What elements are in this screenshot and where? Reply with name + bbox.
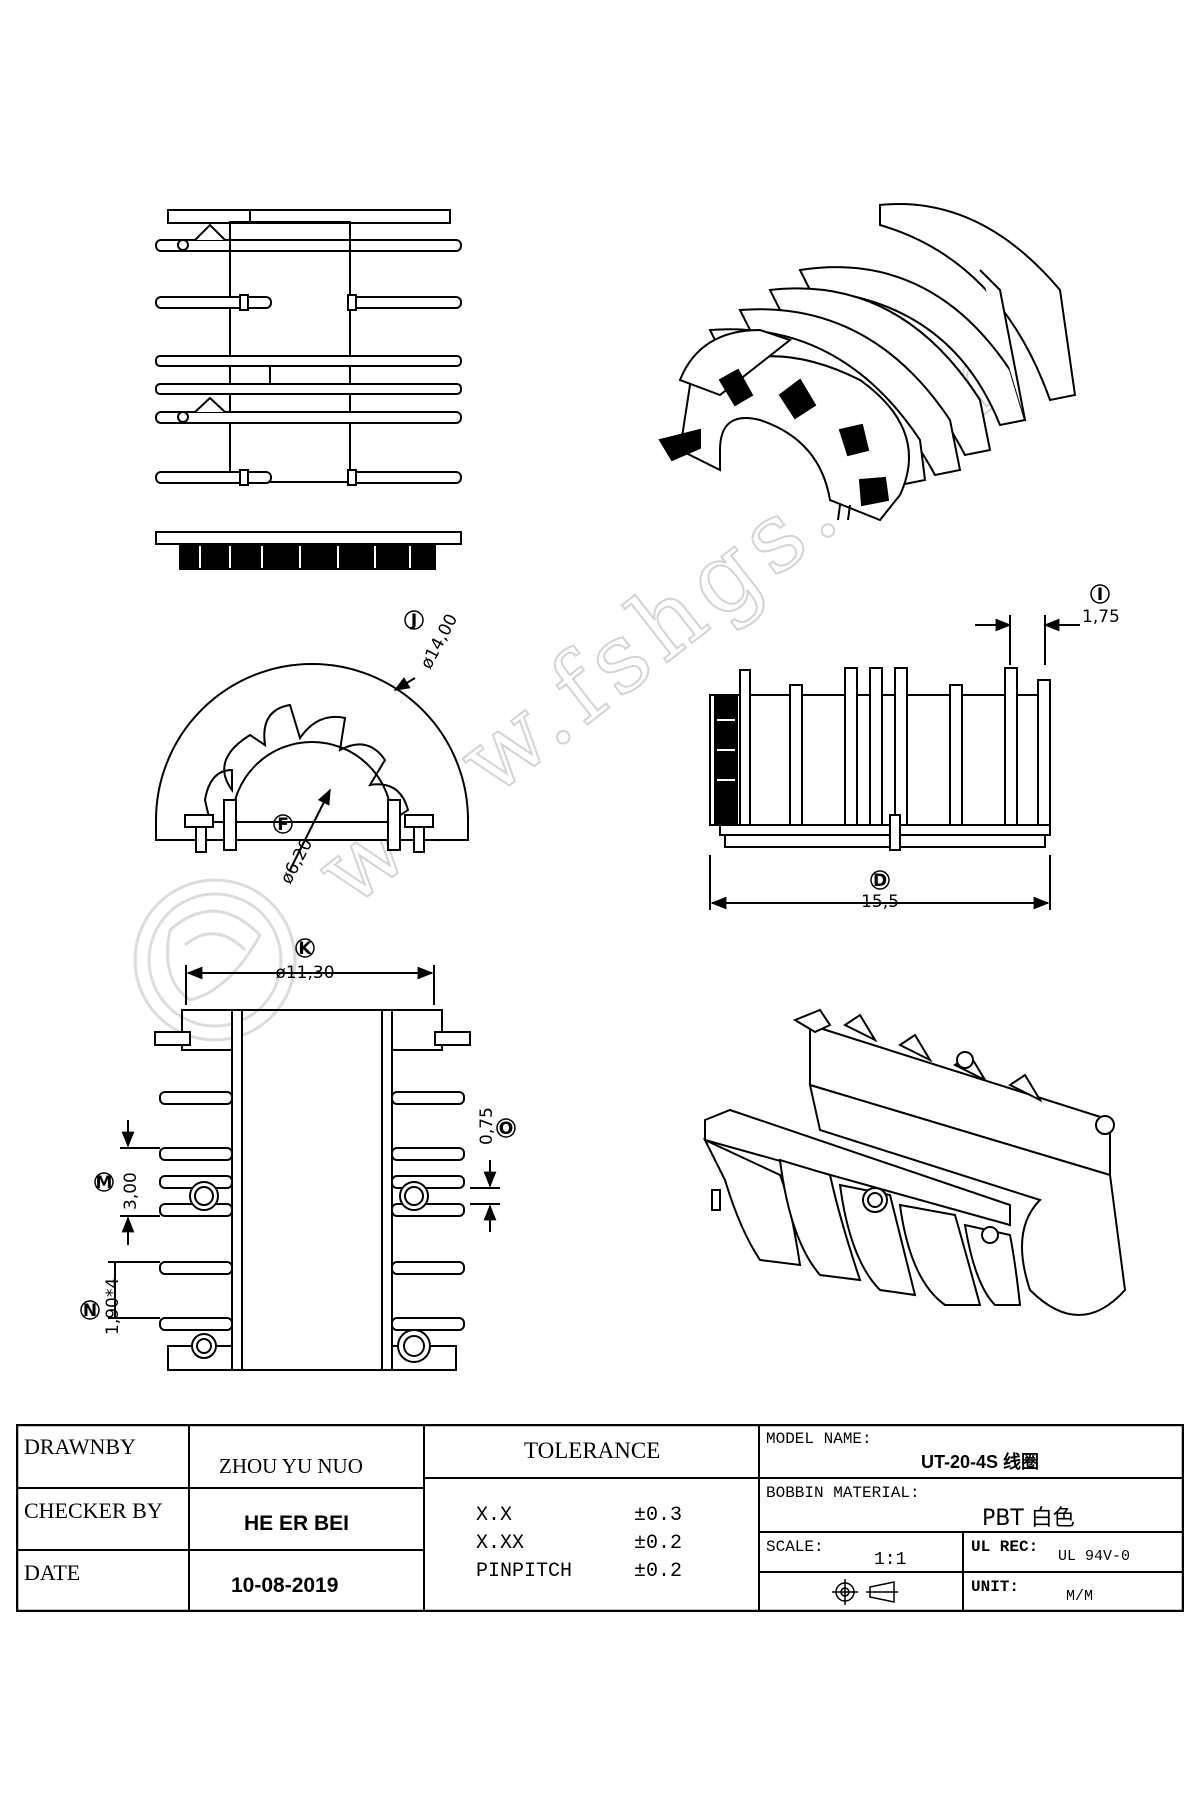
- callout-letter-I: I: [1097, 585, 1103, 605]
- dimension-N: N 1,90*4: [80, 1278, 123, 1335]
- watermark-seal: [133, 878, 297, 1042]
- date-label: DATE: [24, 1560, 81, 1585]
- ul-value: UL 94V-0: [1058, 1548, 1131, 1565]
- callout-letter-F: F: [277, 815, 289, 835]
- tolerance-value-1: ±0.2: [634, 1532, 683, 1555]
- dimension-value-D: 15,5: [861, 892, 899, 912]
- dimension-D: D 15,5: [861, 870, 899, 912]
- callout-letter-D: D: [873, 871, 887, 891]
- checker-value: HE ER BEI: [244, 1512, 350, 1535]
- drawn-by-label: DRAWNBY: [24, 1434, 136, 1459]
- callout-letter-O: O: [499, 1119, 513, 1139]
- dimension-M: M 3,00: [94, 1172, 141, 1210]
- scale-label: SCALE:: [766, 1538, 824, 1556]
- title-block-grid: [16, 1424, 1184, 1612]
- callout-letter-N: N: [83, 1301, 97, 1321]
- side-view-right: [709, 615, 1080, 910]
- dimension-K: K ø11,30: [275, 938, 335, 983]
- dimension-value-N: 1,90*4: [103, 1278, 123, 1335]
- dimension-O: O 0,75: [477, 1107, 516, 1145]
- checker-label: CHECKER BY: [24, 1498, 163, 1523]
- material-value: PBT 白色: [982, 1506, 1075, 1531]
- tolerance-value-0: ±0.3: [634, 1504, 683, 1527]
- isometric-view-top: [658, 203, 1077, 522]
- date-value: 10-08-2019: [231, 1574, 339, 1597]
- callout-letter-K: K: [298, 939, 312, 959]
- tolerance-value-2: ±0.2: [634, 1560, 683, 1583]
- isometric-view-bottom: [702, 1008, 1127, 1316]
- title-block: DRAWNBY ZHOU YU NUO CHECKER BY HE ER BEI…: [16, 1424, 1184, 1612]
- model-label: MODEL NAME:: [766, 1430, 872, 1448]
- drawn-by-value: ZHOU YU NUO: [219, 1454, 363, 1478]
- dimension-value-M: 3,00: [121, 1172, 141, 1210]
- unit-value: M/M: [1066, 1588, 1094, 1605]
- unit-label: UNIT:: [971, 1578, 1020, 1596]
- projection-symbol: [832, 1579, 898, 1605]
- dimension-J: J ø14,00: [404, 610, 462, 672]
- dimension-I: I 1,75: [1082, 584, 1120, 627]
- scale-value: 1:1: [874, 1550, 907, 1570]
- dimension-value-I: 1,75: [1082, 607, 1120, 627]
- side-view-top: [155, 209, 462, 570]
- callout-letter-J: J: [410, 611, 417, 631]
- model-value: UT-20-4S 线圈: [921, 1452, 1040, 1472]
- material-label: BOBBIN MATERIAL:: [766, 1484, 920, 1502]
- arc-front-view: [155, 663, 469, 871]
- tolerance-label: TOLERANCE: [524, 1438, 661, 1463]
- dimension-value-O: 0,75: [477, 1107, 497, 1145]
- dimension-value-K: ø11,30: [275, 963, 334, 983]
- tolerance-key-2: PINPITCH: [476, 1560, 573, 1583]
- tolerance-key-1: X.XX: [476, 1532, 525, 1555]
- plan-view-bottom: [108, 965, 500, 1371]
- callout-letter-M: M: [96, 1173, 113, 1193]
- tolerance-key-0: X.X: [476, 1504, 513, 1527]
- ul-label: UL REC:: [971, 1538, 1039, 1556]
